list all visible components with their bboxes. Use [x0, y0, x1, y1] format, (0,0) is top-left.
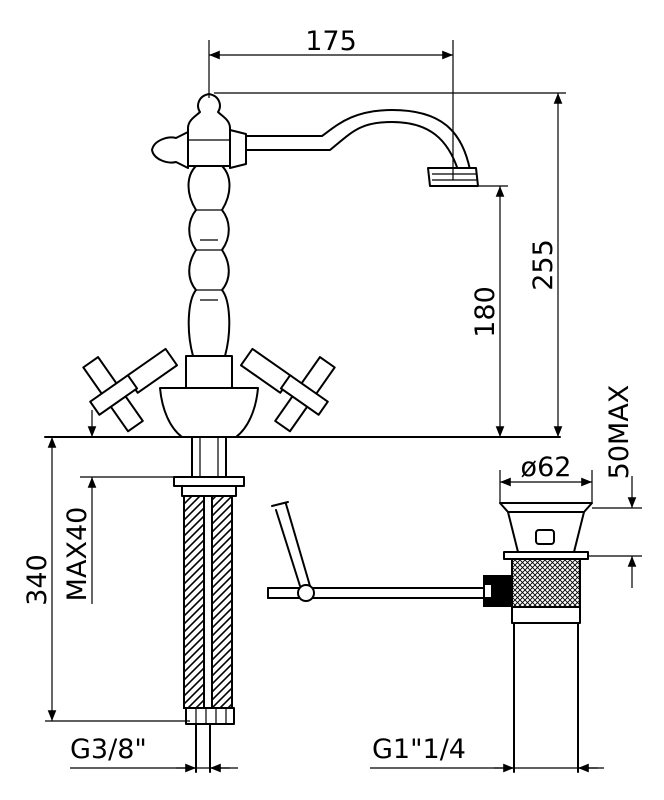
faucet-body: [44, 93, 561, 438]
label-waste-thread: G1"1/4: [372, 734, 466, 765]
label-total-height: 255: [528, 239, 559, 291]
label-max-thickness: MAX40: [62, 507, 93, 602]
label-waste-diameter: ø62: [521, 452, 572, 483]
label-below-deck-length: 340: [22, 554, 53, 606]
label-inlet-thread: G3/8": [70, 734, 147, 765]
dimension-lines: [45, 40, 642, 773]
label-spout-height: 180: [470, 286, 501, 338]
pop-up-waste: [267, 501, 593, 773]
label-spout-reach: 175: [305, 26, 357, 57]
label-waste-max: 50MAX: [604, 385, 635, 480]
inlet-shank-and-hoses: [173, 436, 245, 773]
